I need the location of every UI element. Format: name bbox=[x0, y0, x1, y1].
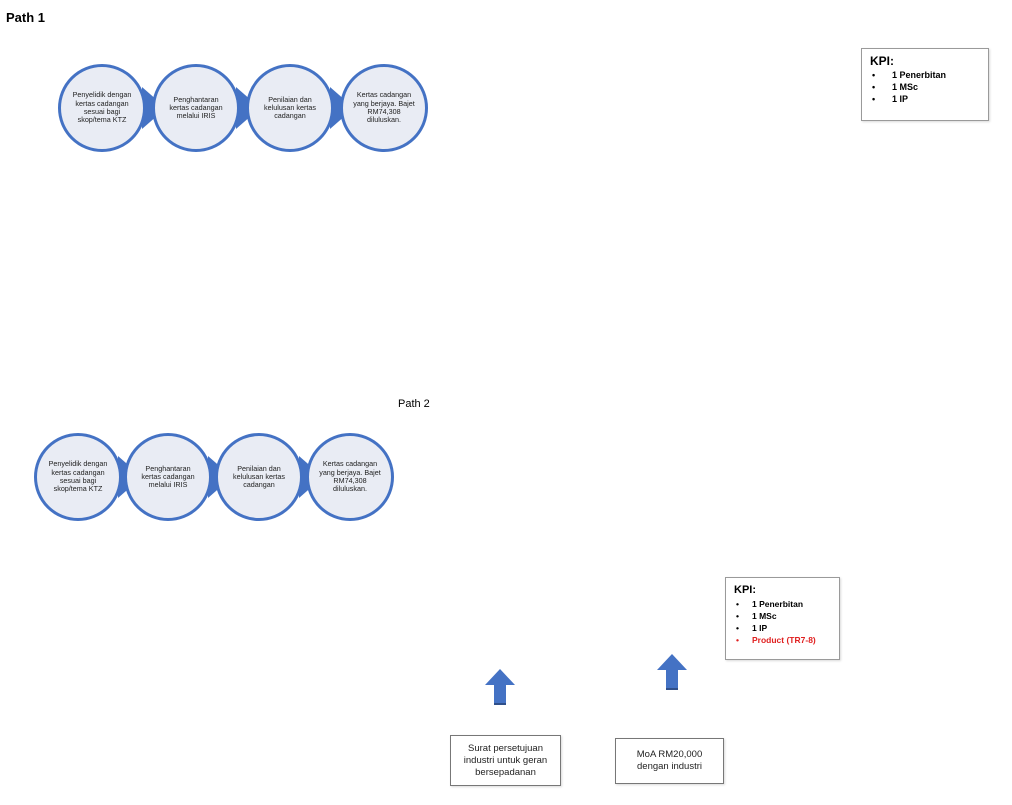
path-2-title: Path 2 bbox=[398, 398, 430, 410]
bullet-icon: • bbox=[736, 599, 739, 609]
path-2-step-2: Penghantaran kertas cadangan melalui IRI… bbox=[124, 433, 212, 521]
kpi-item: • 1 IP bbox=[870, 93, 980, 105]
kpi-list: • 1 Penerbitan • 1 MSc • 1 IP bbox=[870, 69, 980, 105]
path-2-process-flow: Penyelidik dengan kertas cadangan sesuai… bbox=[34, 433, 396, 523]
kpi-item-label: Product (TR7-8) bbox=[752, 635, 816, 645]
path-2-kpi-box: KPI: • 1 Penerbitan • 1 MSc • 1 IP • Product… bbox=[725, 577, 840, 660]
bullet-icon: • bbox=[736, 611, 739, 621]
kpi-item: • 1 Penerbitan bbox=[870, 69, 980, 81]
kpi-item-label: 1 MSc bbox=[892, 82, 919, 92]
step-label: Penilaian dan kelulusan kertas cadangan bbox=[264, 94, 316, 121]
moa-box: MoA RM20,000 dengan industri bbox=[615, 738, 724, 784]
bullet-icon: • bbox=[736, 635, 739, 645]
step-label: Penyelidik dengan kertas cadangan sesuai… bbox=[48, 459, 108, 494]
path-1-step-3: Penilaian dan kelulusan kertas cadangan bbox=[246, 64, 334, 152]
kpi-item-label: 1 MSc bbox=[752, 611, 777, 621]
note-label: Surat persetujuan industri untuk geran b… bbox=[463, 742, 548, 778]
bullet-icon: • bbox=[872, 94, 876, 104]
industry-agreement-letter-box: Surat persetujuan industri untuk geran b… bbox=[450, 735, 561, 786]
kpi-title: KPI: bbox=[734, 584, 756, 596]
kpi-item-label: 1 Penerbitan bbox=[892, 70, 947, 80]
step-label: Penghantaran kertas cadangan melalui IRI… bbox=[141, 463, 195, 490]
path-1-kpi-box: KPI: • 1 Penerbitan • 1 MSc • 1 IP bbox=[861, 48, 989, 121]
kpi-item-label: 1 IP bbox=[752, 623, 768, 633]
bullet-icon: • bbox=[736, 623, 739, 633]
kpi-item-label: 1 IP bbox=[892, 94, 909, 104]
step-label: Kertas cadangan yang berjaya. Bajet RM74… bbox=[319, 459, 381, 494]
kpi-list: • 1 Penerbitan • 1 MSc • 1 IP • Product (TR7… bbox=[734, 598, 831, 646]
kpi-item: • 1 IP bbox=[734, 622, 831, 634]
up-arrow-icon bbox=[485, 669, 515, 705]
kpi-item: • 1 MSc bbox=[734, 610, 831, 622]
kpi-item-label: 1 Penerbitan bbox=[752, 599, 804, 609]
path-1-step-2: Penghantaran kertas cadangan melalui IRI… bbox=[152, 64, 240, 152]
bullet-icon: • bbox=[872, 82, 876, 92]
note-label: MoA RM20,000 dengan industri bbox=[636, 749, 703, 772]
kpi-item-highlight: • Product (TR7-8) bbox=[734, 634, 831, 646]
kpi-item: • 1 Penerbitan bbox=[734, 598, 831, 610]
path-2-step-4: Kertas cadangan yang berjaya. Bajet RM74… bbox=[306, 433, 394, 521]
path-1-step-4: Kertas cadangan yang berjaya. Bajet RM74… bbox=[340, 64, 428, 152]
step-label: Penghantaran kertas cadangan melalui IRI… bbox=[169, 94, 223, 121]
step-label: Penilaian dan kelulusan kertas cadangan bbox=[233, 463, 285, 490]
up-arrow-icon bbox=[657, 654, 687, 690]
path-1-title: Path 1 bbox=[6, 10, 46, 25]
path-2-step-1: Penyelidik dengan kertas cadangan sesuai… bbox=[34, 433, 122, 521]
kpi-title: KPI: bbox=[870, 54, 894, 68]
kpi-item: • 1 MSc bbox=[870, 81, 980, 93]
path-1-process-flow: Penyelidik dengan kertas cadangan sesuai… bbox=[58, 64, 430, 154]
step-label: Penyelidik dengan kertas cadangan sesuai… bbox=[72, 90, 132, 125]
path-2-step-3: Penilaian dan kelulusan kertas cadangan bbox=[215, 433, 303, 521]
step-label: Kertas cadangan yang berjaya. Bajet RM74… bbox=[353, 90, 415, 125]
path-1-step-1: Penyelidik dengan kertas cadangan sesuai… bbox=[58, 64, 146, 152]
bullet-icon: • bbox=[872, 70, 876, 80]
